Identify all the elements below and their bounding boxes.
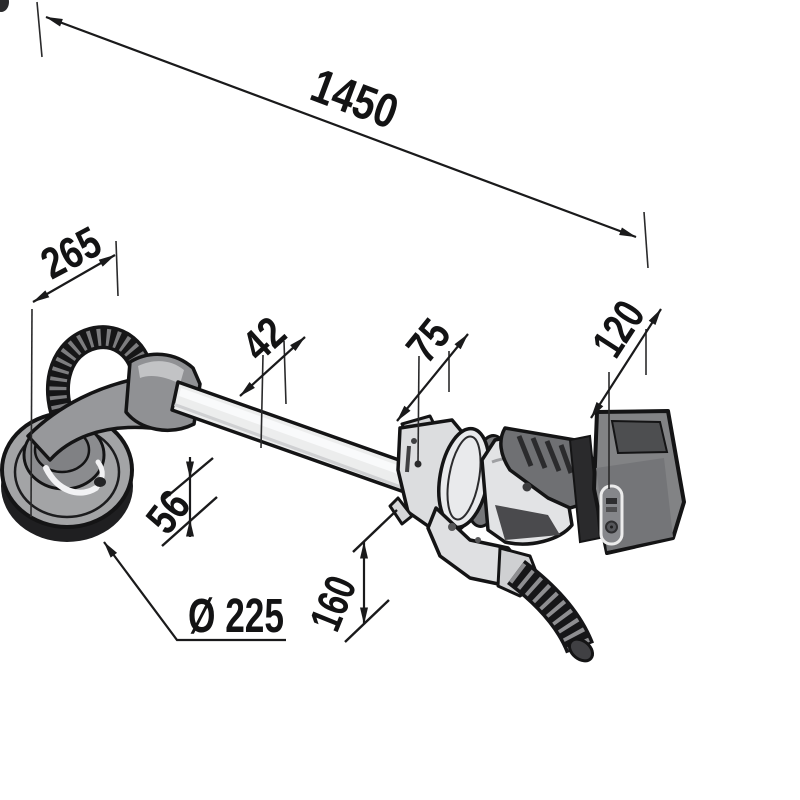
- dimension-label-42: 42: [233, 308, 296, 371]
- corner-artifact: [0, 0, 9, 12]
- dimension-label-1450: 1450: [304, 59, 405, 139]
- battery-pack: [592, 409, 686, 555]
- motor-shadow: [495, 505, 560, 540]
- dimension-housing-height: 160: [301, 509, 398, 643]
- dimension-label-75: 75: [397, 310, 460, 372]
- battery-led-panel: [599, 484, 624, 546]
- hose-end: [567, 637, 595, 663]
- battery-interface: [568, 434, 602, 544]
- gimbal-yoke: [43, 465, 99, 496]
- dimension-head-height: 56: [137, 457, 218, 547]
- tube-shade: [174, 403, 411, 492]
- dimension-label-120: 120: [583, 292, 655, 366]
- clamp-screw: [411, 438, 417, 444]
- gimbal-pivot: [94, 477, 106, 487]
- dimension-label-265: 265: [33, 217, 109, 288]
- dimension-pad-diameter: Ø 225: [103, 541, 286, 643]
- dimension-label-pad-diameter: Ø 225: [188, 590, 284, 643]
- neck-highlight: [138, 361, 184, 384]
- dimension-label-160: 160: [301, 569, 367, 637]
- tube-highlight: [179, 388, 414, 479]
- grip-ridges: [516, 435, 574, 474]
- suction-hose: [506, 560, 595, 663]
- dimension-overall-length: 1450: [36, 1, 649, 269]
- sander-illustration: [0, 325, 686, 663]
- head-hose-loop: [45, 325, 154, 437]
- battery-top-inset: [610, 419, 669, 455]
- grip-pivot: [522, 482, 532, 492]
- extension-tube: [170, 380, 418, 496]
